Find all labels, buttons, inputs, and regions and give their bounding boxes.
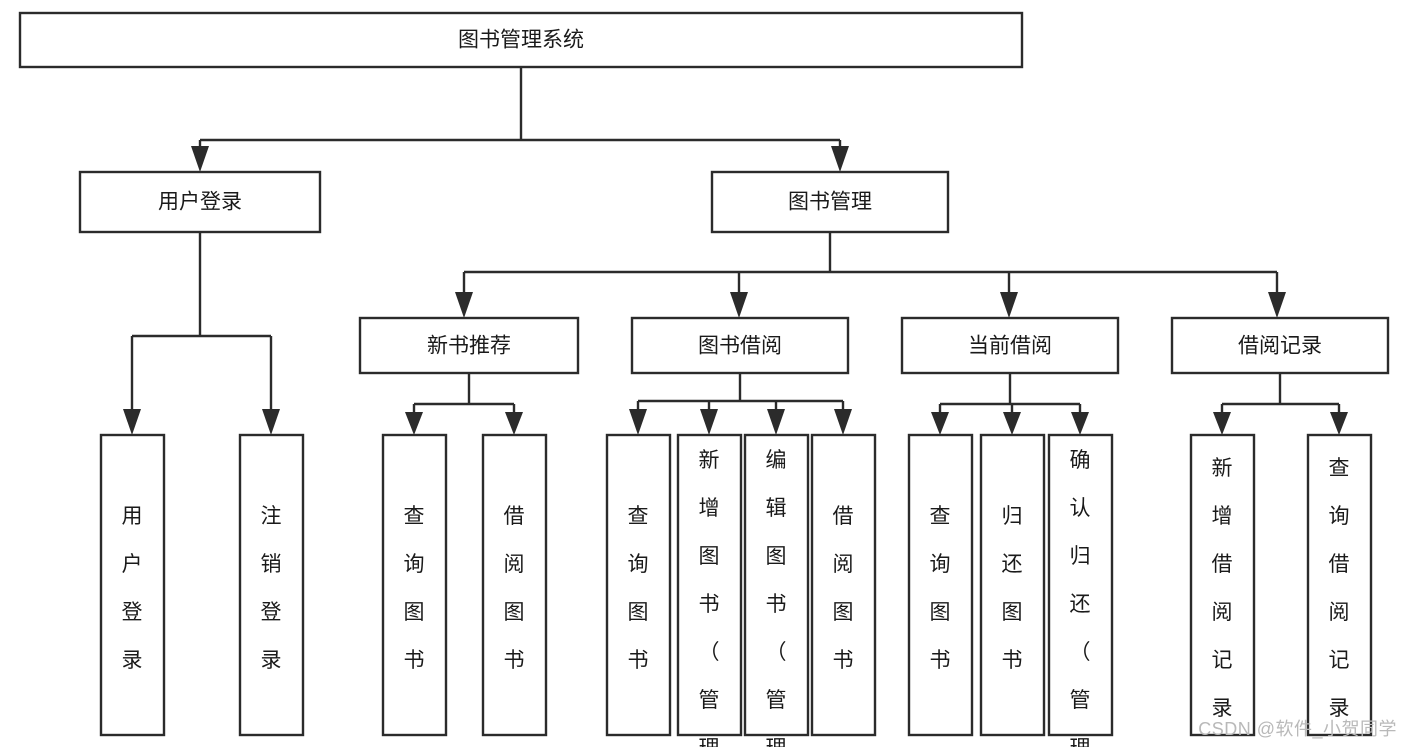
arrow-to-book-manage <box>831 146 849 172</box>
connector-layer <box>130 67 1341 412</box>
node-borrow-record-box[interactable] <box>1170 316 1390 375</box>
node-leaf-edit-book[interactable]: 编辑图书（管理员） <box>743 433 810 747</box>
arrow-to-leaf-borrow-book-rec <box>505 412 523 435</box>
leaf-node-layer: 用户登录 注销登录 查询图书 借阅图书 查询图书 新增图书（管理员） <box>99 433 1373 747</box>
node-new-book-rec-label: 新书推荐 <box>427 335 511 358</box>
arrow-to-leaf-query-book-cur <box>931 412 949 435</box>
node-book-borrow-label: 图书借阅 <box>698 335 782 358</box>
node-leaf-query-book-rec-label: 查询图书 <box>404 505 425 672</box>
node-book-borrow-box[interactable] <box>630 316 850 375</box>
node-leaf-return-book[interactable]: 归还图书 <box>979 433 1046 737</box>
node-leaf-query-book-cur[interactable]: 查询图书 <box>907 433 974 737</box>
arrow-to-leaf-edit-book <box>767 409 785 435</box>
node-leaf-borrow-book-rec-label: 借阅图书 <box>504 505 525 672</box>
node-leaf-add-book-box[interactable] <box>676 433 743 737</box>
arrow-to-leaf-query-record <box>1330 412 1348 435</box>
node-book-borrow[interactable]: 图书借阅 <box>630 316 850 375</box>
node-leaf-query-record-label: 查询借阅记录 <box>1329 457 1350 720</box>
node-leaf-user-logout[interactable]: 注销登录 <box>238 433 305 737</box>
arrow-to-book-borrow <box>730 292 748 318</box>
node-new-book-rec[interactable]: 新书推荐 <box>358 316 580 375</box>
node-leaf-return-book-box[interactable] <box>979 433 1046 737</box>
node-root[interactable]: 图书管理系统 <box>18 11 1024 69</box>
node-current-borrow[interactable]: 当前借阅 <box>900 316 1120 375</box>
arrow-to-leaf-query-book-rec <box>405 412 423 435</box>
node-leaf-edit-book-label: 编辑图书（管理员） <box>766 449 787 747</box>
node-book-manage-label: 图书管理 <box>788 191 872 214</box>
arrow-to-leaf-user-login <box>123 409 141 435</box>
node-leaf-query-book-rec-box[interactable] <box>381 433 448 737</box>
arrow-to-leaf-query-book-borrow <box>629 409 647 435</box>
node-root-label: 图书管理系统 <box>458 29 584 52</box>
node-current-borrow-box[interactable] <box>900 316 1120 375</box>
node-book-manage[interactable]: 图书管理 <box>710 170 950 234</box>
node-leaf-user-logout-label: 注销登录 <box>261 505 282 672</box>
node-leaf-borrow-book-rec[interactable]: 借阅图书 <box>481 433 548 737</box>
node-borrow-record-label: 借阅记录 <box>1238 335 1322 358</box>
node-user-login-label: 用户登录 <box>158 191 242 214</box>
node-leaf-add-book[interactable]: 新增图书（管理员） <box>676 433 743 747</box>
node-leaf-confirm-return-box[interactable] <box>1047 433 1114 737</box>
arrow-to-current-borrow <box>1000 292 1018 318</box>
node-leaf-query-record-box[interactable] <box>1306 433 1373 737</box>
node-leaf-add-record-box[interactable] <box>1189 433 1256 737</box>
node-user-login-box[interactable] <box>78 170 322 234</box>
arrowhead-layer <box>123 146 1348 435</box>
node-leaf-query-book-cur-label: 查询图书 <box>930 505 951 672</box>
arrow-to-borrow-record <box>1268 292 1286 318</box>
node-leaf-user-login-box[interactable] <box>99 433 166 737</box>
node-leaf-query-book-borrow[interactable]: 查询图书 <box>605 433 672 737</box>
arrow-to-leaf-return-book <box>1003 412 1021 435</box>
node-root-box[interactable] <box>18 11 1024 69</box>
node-leaf-add-record-label: 新增借阅记录 <box>1212 457 1233 720</box>
arrow-to-leaf-add-record <box>1213 412 1231 435</box>
node-current-borrow-label: 当前借阅 <box>968 335 1052 358</box>
node-leaf-borrow-book-rec-box[interactable] <box>481 433 548 737</box>
node-leaf-return-book-label: 归还图书 <box>1002 505 1023 672</box>
node-leaf-add-book-label: 新增图书（管理员） <box>699 449 720 747</box>
node-leaf-borrow-book[interactable]: 借阅图书 <box>810 433 877 737</box>
node-leaf-confirm-return-label: 确认归还（管理员） <box>1070 449 1091 747</box>
arrow-to-user-login <box>191 146 209 172</box>
node-new-book-rec-box[interactable] <box>358 316 580 375</box>
node-leaf-borrow-book-label: 借阅图书 <box>833 505 854 672</box>
node-leaf-add-record[interactable]: 新增借阅记录 <box>1189 433 1256 737</box>
arrow-to-new-book-rec <box>455 292 473 318</box>
node-leaf-confirm-return[interactable]: 确认归还（管理员） <box>1047 433 1114 747</box>
node-leaf-borrow-book-box[interactable] <box>810 433 877 737</box>
node-leaf-query-book-borrow-box[interactable] <box>605 433 672 737</box>
node-leaf-query-book-cur-box[interactable] <box>907 433 974 737</box>
node-leaf-user-login[interactable]: 用户登录 <box>99 433 166 737</box>
node-leaf-edit-book-box[interactable] <box>743 433 810 737</box>
arrow-to-leaf-borrow-book <box>834 409 852 435</box>
node-leaf-query-book-rec[interactable]: 查询图书 <box>381 433 448 737</box>
node-leaf-user-logout-box[interactable] <box>238 433 305 737</box>
node-user-login[interactable]: 用户登录 <box>78 170 322 234</box>
node-borrow-record[interactable]: 借阅记录 <box>1170 316 1390 375</box>
node-leaf-query-book-borrow-label: 查询图书 <box>628 505 649 672</box>
node-book-manage-box[interactable] <box>710 170 950 234</box>
csdn-watermark: CSDN @软件_小贺同学 <box>1198 719 1397 739</box>
node-leaf-user-login-label: 用户登录 <box>122 505 143 672</box>
arrow-to-leaf-add-book <box>700 409 718 435</box>
node-leaf-query-record[interactable]: 查询借阅记录 <box>1306 433 1373 737</box>
arrow-to-leaf-user-logout <box>262 409 280 435</box>
arrow-to-leaf-confirm-return <box>1071 412 1089 435</box>
